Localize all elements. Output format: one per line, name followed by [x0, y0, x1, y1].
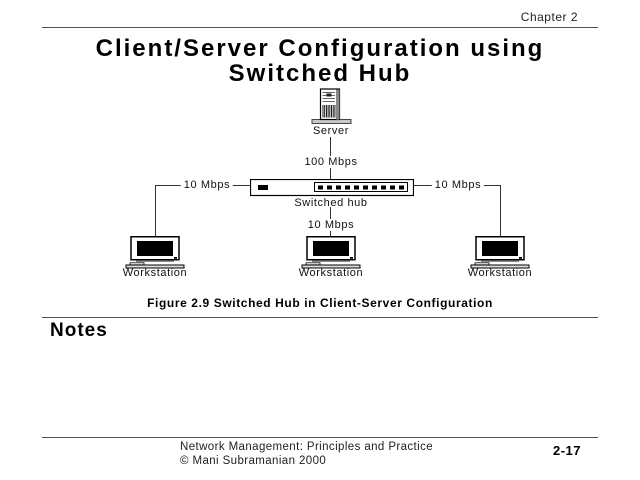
- workstation-icon-left: [125, 236, 185, 269]
- page-title-line2: Switched Hub: [228, 60, 412, 87]
- workstation-label-left: Workstation: [122, 267, 188, 279]
- figure-caption: Figure 2.9 Switched Hub in Client-Server…: [147, 296, 493, 310]
- footer-credit-line1: Network Management: Principles and Pract…: [180, 441, 434, 453]
- notes-divider: [42, 317, 598, 318]
- right-link-line-vertical: [500, 185, 501, 237]
- server-label: Server: [313, 125, 349, 137]
- page-title: Client/Server Configuration using Switch…: [0, 36, 640, 86]
- chapter-header: Chapter 2: [520, 10, 578, 24]
- workstation-icon-right: [470, 236, 530, 269]
- right-link-speed-label: 10 Mbps: [431, 179, 485, 191]
- server-icon: [311, 88, 352, 124]
- page-title-line1: Client/Server Configuration using: [95, 35, 545, 62]
- switched-hub-icon: [250, 179, 414, 197]
- server-link-speed-label: 100 Mbps: [301, 156, 361, 168]
- page-number: 2-17: [553, 443, 582, 458]
- left-link-line-vertical: [155, 185, 156, 237]
- workstation-icon-center: [301, 236, 361, 269]
- workstation-label-center: Workstation: [298, 267, 364, 279]
- hub-label: Switched hub: [294, 197, 368, 209]
- notes-heading: Notes: [50, 320, 108, 341]
- footer-credit-line2: © Mani Subramanian 2000: [180, 454, 327, 467]
- header-divider: [42, 27, 598, 28]
- footer-divider: [42, 437, 598, 438]
- footer-credit: Network Management: Principles and Pract…: [180, 441, 433, 468]
- workstation-label-right: Workstation: [467, 267, 533, 279]
- center-link-speed-label: 10 Mbps: [304, 219, 358, 231]
- left-link-speed-label: 10 Mbps: [180, 179, 234, 191]
